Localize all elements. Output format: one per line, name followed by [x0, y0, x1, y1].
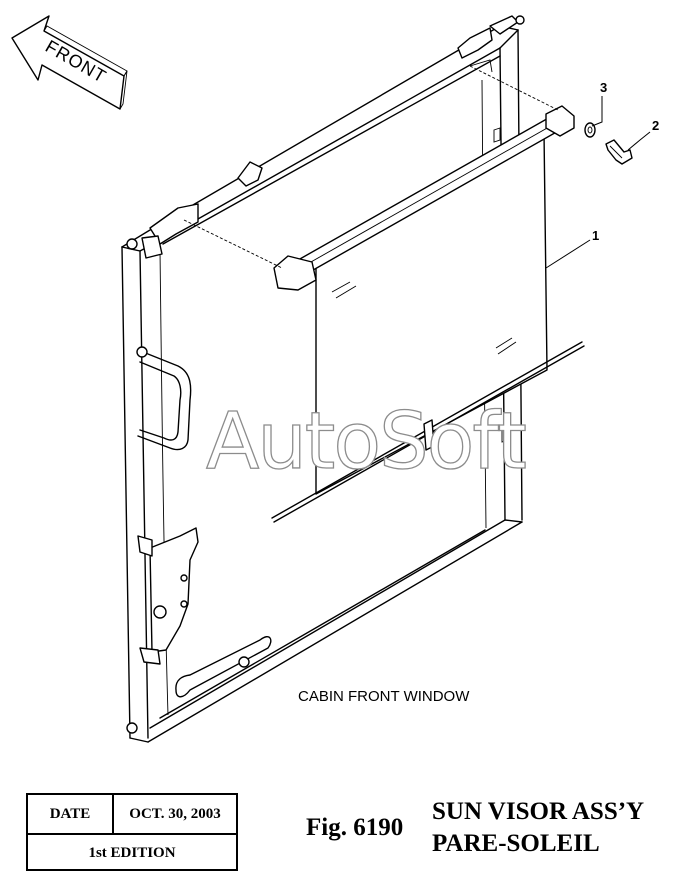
- leader-lines: [545, 96, 651, 269]
- figure-title: SUN VISOR ASS’Y PARE-SOLEIL: [432, 796, 644, 860]
- edition-label: 1st EDITION: [88, 844, 176, 861]
- figure-number: Fig. 6190: [306, 814, 404, 841]
- diagram-caption: CABIN FRONT WINDOW: [298, 688, 470, 705]
- date-value: OCT. 30, 2003: [129, 805, 221, 822]
- info-table-date-row: DATE OCT. 30, 2003: [28, 795, 236, 835]
- callout-3: 3: [600, 80, 607, 95]
- front-direction-arrow: FRONT: [11, 15, 128, 110]
- sun-visor-assembly: [183, 65, 585, 523]
- figure-title-line1: SUN VISOR ASS’Y: [432, 798, 645, 825]
- watermark-text: AutoSoft: [206, 397, 525, 487]
- figure-title-line2: PARE-SOLEIL: [432, 830, 600, 857]
- callout-1: 1: [592, 228, 599, 243]
- callout-2: 2: [652, 118, 659, 133]
- date-label: DATE: [28, 795, 114, 833]
- info-table: DATE OCT. 30, 2003 1st EDITION: [26, 793, 238, 871]
- bolt: [605, 139, 633, 165]
- lock-washer: [584, 122, 596, 138]
